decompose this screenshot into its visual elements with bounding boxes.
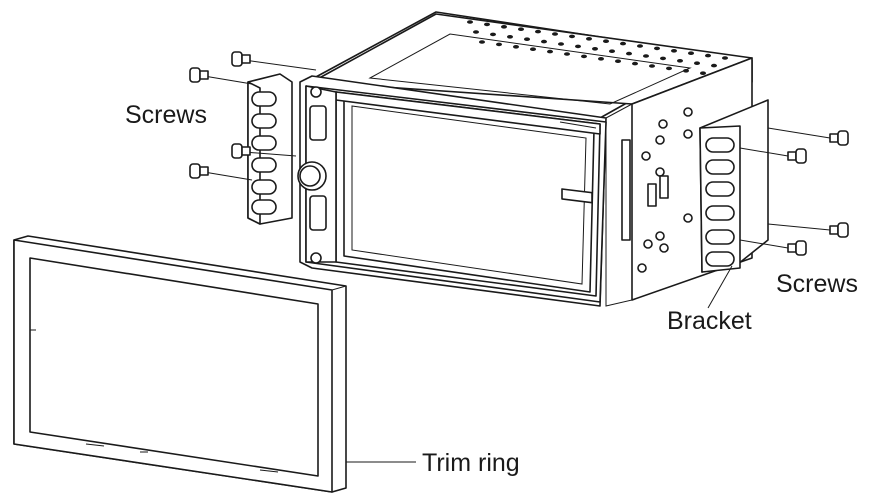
screw-icon	[189, 163, 253, 181]
screws-left-label: Screws	[125, 101, 207, 129]
bracket-label: Bracket	[667, 307, 752, 335]
vent-hole	[700, 71, 706, 75]
bracket-leader-line	[707, 265, 733, 309]
vent-hole	[677, 59, 683, 63]
vent-hole	[637, 44, 643, 48]
vent-hole	[671, 49, 677, 53]
vent-hole	[688, 51, 694, 55]
right-bracket	[699, 99, 769, 273]
vent-hole	[552, 32, 558, 36]
vent-hole	[654, 46, 660, 51]
vent-hole	[603, 39, 609, 43]
screw-icon	[231, 143, 297, 159]
screw-icon	[767, 222, 849, 238]
vent-hole	[666, 66, 672, 71]
vent-hole	[598, 57, 604, 61]
vent-hole	[632, 61, 638, 66]
vent-hole	[705, 53, 711, 58]
vent-hole	[615, 59, 621, 63]
vent-hole	[649, 64, 655, 68]
vent-hole	[711, 63, 717, 68]
vent-hole	[496, 42, 502, 47]
vent-hole	[530, 47, 536, 51]
vent-hole	[524, 37, 530, 41]
vent-hole	[694, 61, 700, 65]
vent-hole	[620, 41, 626, 46]
screw-icon	[189, 67, 253, 85]
vent-hole	[575, 44, 581, 49]
vent-hole	[722, 56, 728, 60]
vent-hole	[581, 54, 587, 59]
vent-hole	[564, 52, 570, 56]
vent-hole	[484, 22, 490, 27]
screw-icon	[739, 239, 807, 256]
vent-hole	[473, 30, 479, 34]
vent-hole	[626, 51, 632, 56]
vent-hole	[513, 45, 519, 49]
vent-hole	[507, 35, 513, 39]
vent-hole	[547, 49, 553, 54]
trim-ring-label: Trim ring	[422, 449, 520, 477]
screws-right-label: Screws	[776, 270, 858, 298]
vent-hole	[535, 29, 541, 34]
vent-hole	[490, 32, 496, 37]
left-bracket	[247, 73, 293, 225]
vent-hole	[541, 39, 547, 44]
screw-icon	[767, 127, 849, 146]
vent-hole	[643, 54, 649, 58]
screw-icon	[231, 51, 317, 71]
vent-hole	[558, 42, 564, 46]
vent-hole	[501, 25, 507, 29]
vent-hole	[660, 56, 666, 61]
screw-icon	[739, 147, 807, 164]
vent-hole	[467, 20, 473, 24]
vent-hole	[592, 47, 598, 51]
vent-hole	[609, 49, 615, 53]
vent-hole	[683, 69, 689, 73]
head-unit	[297, 11, 753, 307]
vent-hole	[569, 34, 575, 39]
vent-hole	[518, 27, 524, 32]
trim-ring	[13, 235, 347, 493]
vent-hole	[586, 37, 592, 41]
vent-hole	[479, 40, 485, 44]
